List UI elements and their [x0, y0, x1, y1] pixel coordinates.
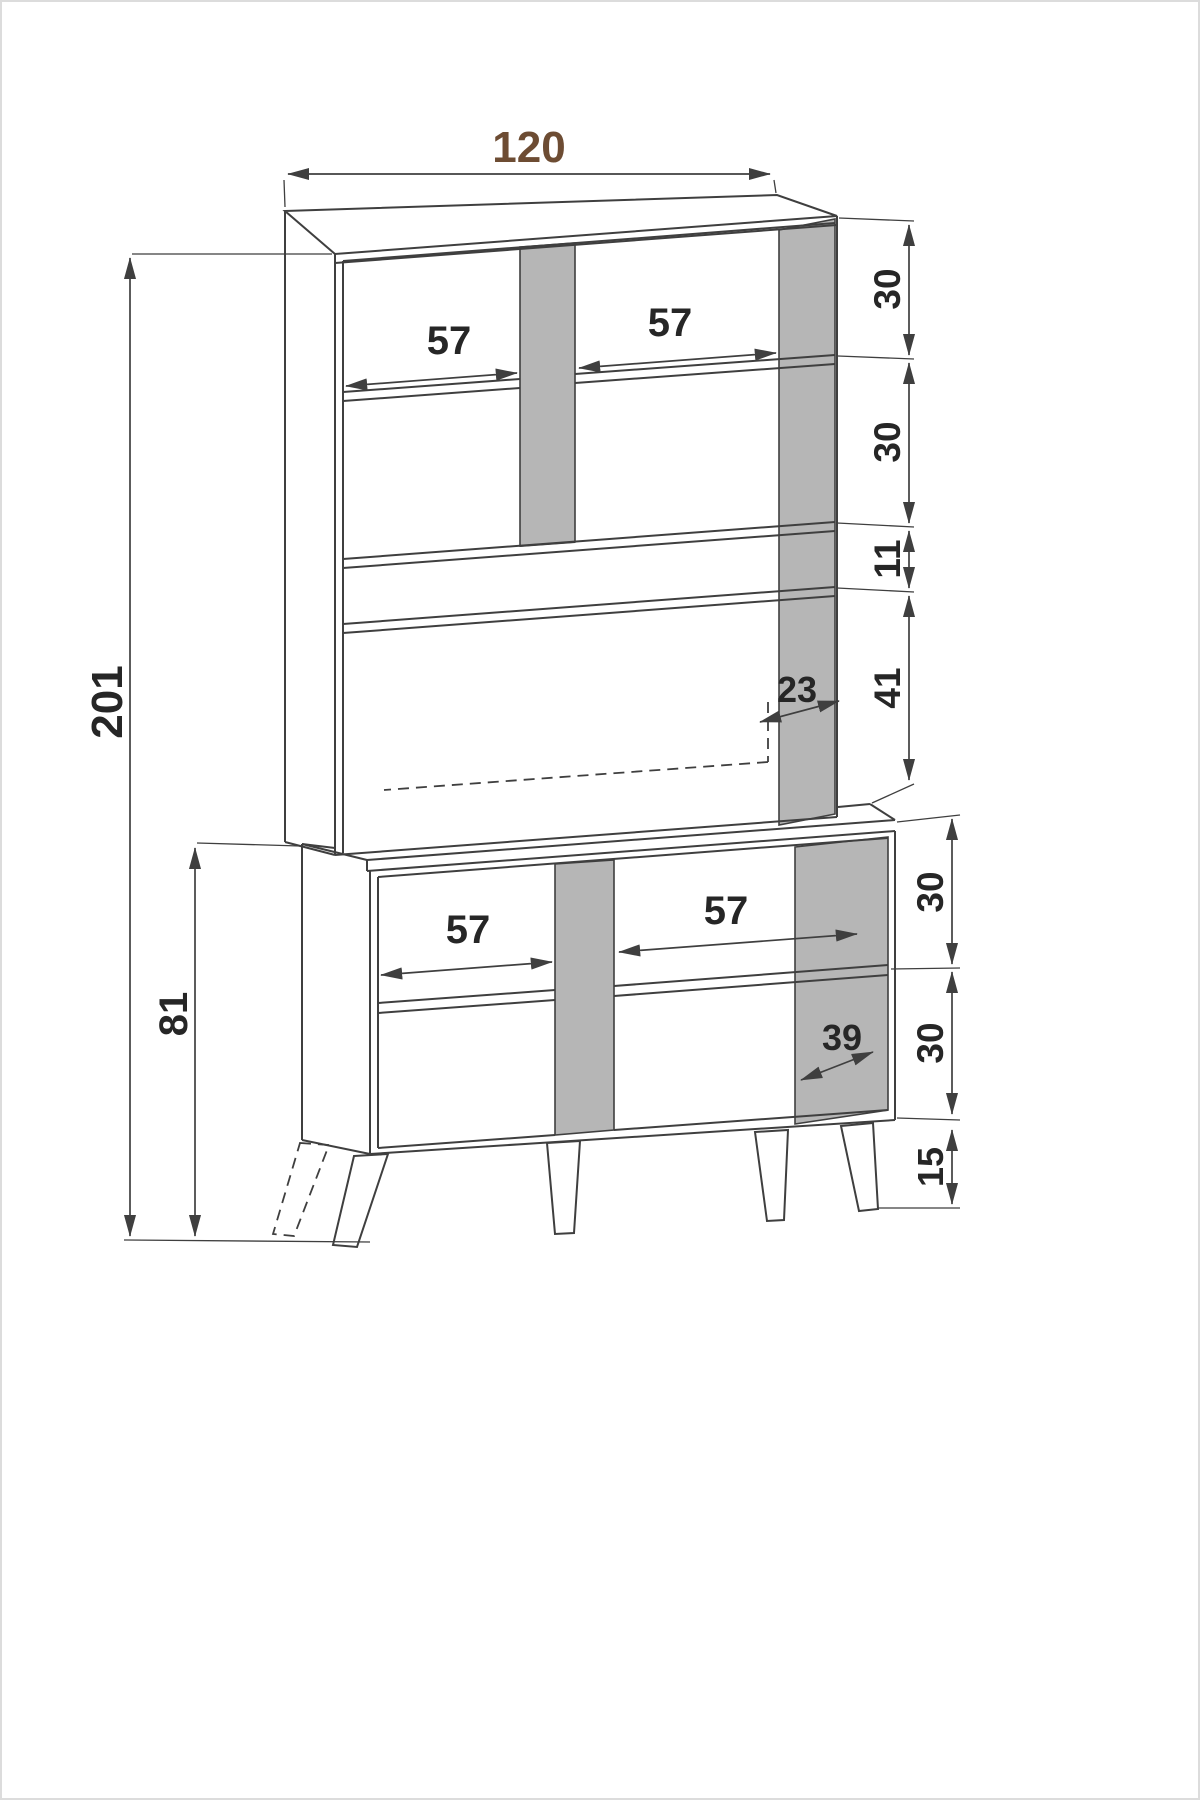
upper-middle-divider-face	[519, 242, 576, 547]
label-upper-right-width: 57	[648, 301, 693, 345]
front-left-leg	[331, 1152, 390, 1249]
front-middle-leg	[545, 1139, 582, 1236]
label-total-width: 120	[492, 123, 565, 172]
label-upper-left-width: 57	[427, 319, 472, 363]
legs	[331, 1121, 880, 1249]
hidden-back-edge-horizontal	[383, 761, 769, 791]
dimension-labels: 120 201 81 57 57 30 30 11 41 23 57 57 30…	[83, 123, 951, 1187]
lower-middle-divider-face	[554, 859, 615, 1136]
outer-right-leg	[839, 1121, 880, 1213]
hidden-edges	[271, 702, 769, 1237]
label-lower-right-width: 57	[704, 889, 749, 933]
label-upper-depth: 23	[777, 669, 817, 710]
dim-lower-left-width	[380, 957, 553, 980]
label-lower-left-width: 57	[446, 908, 491, 952]
dim-upper-left-width	[345, 368, 518, 391]
dim-upper-depth	[759, 700, 840, 723]
label-total-height: 201	[83, 665, 132, 738]
dimension-lines	[123, 167, 959, 1237]
front-right-leg	[753, 1128, 790, 1223]
hidden-back-leg	[271, 1142, 331, 1237]
label-lower-row2-height: 30	[910, 1022, 951, 1063]
dim-upper-right-width	[578, 348, 777, 373]
label-upper-row2-height: 30	[867, 421, 908, 462]
dim-lower-right-width	[618, 929, 858, 957]
label-lower-height: 81	[152, 992, 196, 1037]
upper-right-panel-face	[778, 218, 836, 826]
extension-lines	[123, 179, 961, 1243]
label-lower-row1-height: 30	[910, 871, 951, 912]
label-upper-row3-height: 11	[867, 539, 908, 578]
panel-faces	[519, 218, 889, 1136]
label-upper-row1-height: 30	[867, 268, 908, 309]
label-lower-depth: 39	[822, 1017, 862, 1058]
label-upper-row4-height: 41	[867, 667, 908, 708]
label-leg-height: 15	[910, 1147, 951, 1187]
dim-lower-depth	[800, 1051, 874, 1081]
